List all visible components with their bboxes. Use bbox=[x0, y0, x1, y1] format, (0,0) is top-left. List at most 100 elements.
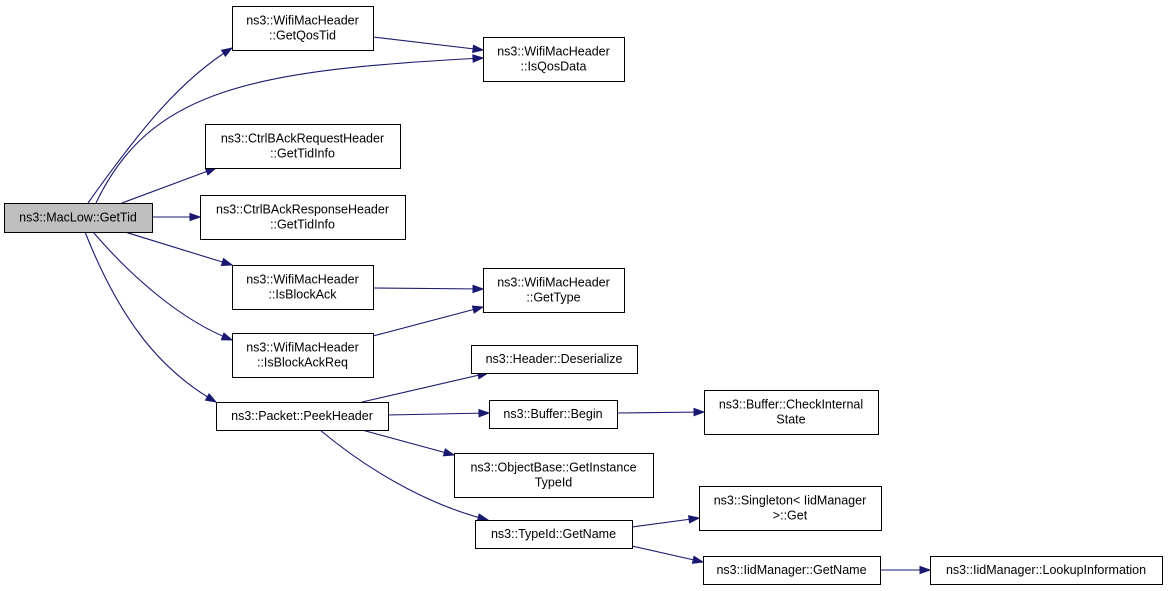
node-deserialize[interactable]: ns3::Header::Deserialize bbox=[471, 345, 638, 374]
node-label-line: ns3::WifiMacHeader bbox=[246, 341, 359, 355]
edge-line bbox=[387, 412, 490, 416]
edge-line bbox=[121, 167, 217, 204]
edge-line bbox=[361, 372, 489, 403]
node-isblockack[interactable]: ns3::WifiMacHeader::IsBlockAck bbox=[232, 265, 374, 310]
node-label-line: ns3::TypeId::GetName bbox=[491, 527, 616, 541]
node-box bbox=[704, 390, 879, 435]
edge-gettid-to-isqosdata bbox=[95, 54, 485, 204]
edge-line bbox=[372, 306, 484, 337]
node-label-line: ::GetType bbox=[526, 291, 580, 305]
node-label-line: >::Get bbox=[773, 509, 808, 523]
node-label-line: ns3::WifiMacHeader bbox=[497, 276, 610, 290]
node-bufferbegin[interactable]: ns3::Buffer::Begin bbox=[489, 400, 618, 429]
node-box bbox=[703, 556, 881, 585]
node-label-line: ns3::Header::Deserialize bbox=[486, 352, 623, 366]
edge-line bbox=[92, 231, 233, 341]
edge-arrowhead bbox=[691, 555, 705, 564]
edge-gettid-to-peekheader bbox=[84, 231, 218, 403]
node-label-line: ns3::MacLow::GetTid bbox=[19, 211, 137, 225]
edge-arrowhead bbox=[189, 212, 202, 222]
edge-arrowhead bbox=[220, 257, 234, 267]
node-box bbox=[216, 402, 389, 431]
edge-line bbox=[372, 287, 484, 290]
edge-typeidgetname-to-singletonget bbox=[631, 515, 701, 528]
node-label-line: ns3::Packet::PeekHeader bbox=[231, 409, 373, 423]
edge-iidgetname-to-lookupinfo bbox=[880, 565, 932, 575]
node-box bbox=[475, 520, 633, 549]
node-label-line: ns3::WifiMacHeader bbox=[246, 273, 359, 287]
node-label-line: ::IsBlockAckReq bbox=[257, 356, 348, 370]
node-box bbox=[205, 124, 401, 169]
node-getqostid[interactable]: ns3::WifiMacHeader::GetQosTid bbox=[232, 6, 374, 51]
edge-line bbox=[616, 411, 705, 414]
node-label-line: ns3::Buffer::CheckInternal bbox=[719, 398, 863, 412]
edge-line bbox=[87, 47, 233, 204]
edge-arrowhead bbox=[688, 515, 701, 524]
edge-gettid-to-resptidinfo bbox=[152, 212, 202, 222]
node-iidgetname[interactable]: ns3::IidManager::GetName bbox=[703, 556, 881, 585]
node-box bbox=[483, 268, 625, 313]
node-label-line: ns3::ObjectBase::GetInstance bbox=[470, 461, 636, 475]
node-isqosdata[interactable]: ns3::WifiMacHeader::IsQosData bbox=[483, 37, 625, 82]
edge-line bbox=[95, 57, 484, 204]
node-peekheader[interactable]: ns3::Packet::PeekHeader bbox=[216, 402, 389, 431]
edge-arrowhead bbox=[472, 54, 485, 63]
node-box bbox=[699, 486, 882, 531]
edge-arrowhead bbox=[442, 448, 456, 457]
node-gettid[interactable]: ns3::MacLow::GetTid bbox=[4, 203, 153, 233]
node-label-line: ns3::Buffer::Begin bbox=[503, 407, 602, 421]
node-label-line: ::IsBlockAck bbox=[268, 288, 337, 302]
node-box bbox=[930, 556, 1163, 585]
node-box bbox=[232, 265, 374, 310]
edge-line bbox=[631, 517, 700, 528]
node-typeidgetname[interactable]: ns3::TypeId::GetName bbox=[475, 520, 633, 549]
node-box bbox=[454, 453, 654, 498]
node-label-line: ns3::WifiMacHeader bbox=[246, 14, 359, 28]
node-isblockackreq[interactable]: ns3::WifiMacHeader::IsBlockAckReq bbox=[232, 333, 374, 378]
edge-arrowhead bbox=[471, 305, 485, 314]
edge-peekheader-to-deserialize bbox=[361, 371, 490, 403]
edge-typeidgetname-to-iidgetname bbox=[631, 545, 705, 564]
node-lookupinfo[interactable]: ns3::IidManager::LookupInformation bbox=[930, 556, 1163, 585]
node-label-line: ns3::IidManager::GetName bbox=[716, 563, 866, 577]
edge-arrowhead bbox=[693, 407, 706, 417]
edge-arrowhead bbox=[220, 332, 234, 341]
edge-line bbox=[319, 429, 489, 521]
node-box bbox=[232, 6, 374, 51]
edge-arrowhead bbox=[220, 47, 234, 58]
edge-line bbox=[84, 231, 217, 403]
node-label-line: ns3::CtrlBAckResponseHeader bbox=[216, 203, 389, 217]
edge-line bbox=[372, 36, 484, 51]
edge-gettid-to-getqostid bbox=[87, 47, 234, 204]
node-box bbox=[232, 333, 374, 378]
edge-arrowhead bbox=[478, 408, 491, 418]
node-box bbox=[200, 195, 406, 240]
node-resptidinfo[interactable]: ns3::CtrlBAckResponseHeader::GetTidInfo bbox=[200, 195, 406, 240]
edge-gettid-to-reqtidinfo bbox=[121, 167, 218, 204]
node-box bbox=[483, 37, 625, 82]
edge-gettid-to-isblockackreq bbox=[92, 231, 234, 341]
edge-line bbox=[124, 231, 233, 266]
node-box bbox=[489, 400, 618, 429]
edge-line bbox=[361, 429, 455, 456]
node-label-line: ::IsQosData bbox=[521, 60, 587, 74]
edge-peekheader-to-getinstancetypeid bbox=[361, 429, 456, 457]
edge-arrowhead bbox=[472, 44, 485, 54]
edge-gettid-to-isblockack bbox=[124, 231, 234, 267]
edge-arrowhead bbox=[919, 565, 932, 575]
node-reqtidinfo[interactable]: ns3::CtrlBAckRequestHeader::GetTidInfo bbox=[205, 124, 401, 169]
edge-isblockack-to-gettype bbox=[372, 284, 485, 294]
node-label-line: ns3::Singleton< IidManager bbox=[714, 494, 867, 508]
node-label-line: ns3::IidManager::LookupInformation bbox=[946, 563, 1146, 577]
node-singletonget[interactable]: ns3::Singleton< IidManager>::Get bbox=[699, 486, 882, 531]
node-label-line: State bbox=[776, 413, 805, 427]
node-gettype[interactable]: ns3::WifiMacHeader::GetType bbox=[483, 268, 625, 313]
edge-arrowhead bbox=[204, 393, 218, 403]
node-label-line: ::GetQosTid bbox=[269, 29, 336, 43]
node-label-line: ns3::WifiMacHeader bbox=[497, 45, 610, 59]
node-label-line: ::GetTidInfo bbox=[270, 218, 335, 232]
edge-peekheader-to-bufferbegin bbox=[387, 408, 491, 418]
